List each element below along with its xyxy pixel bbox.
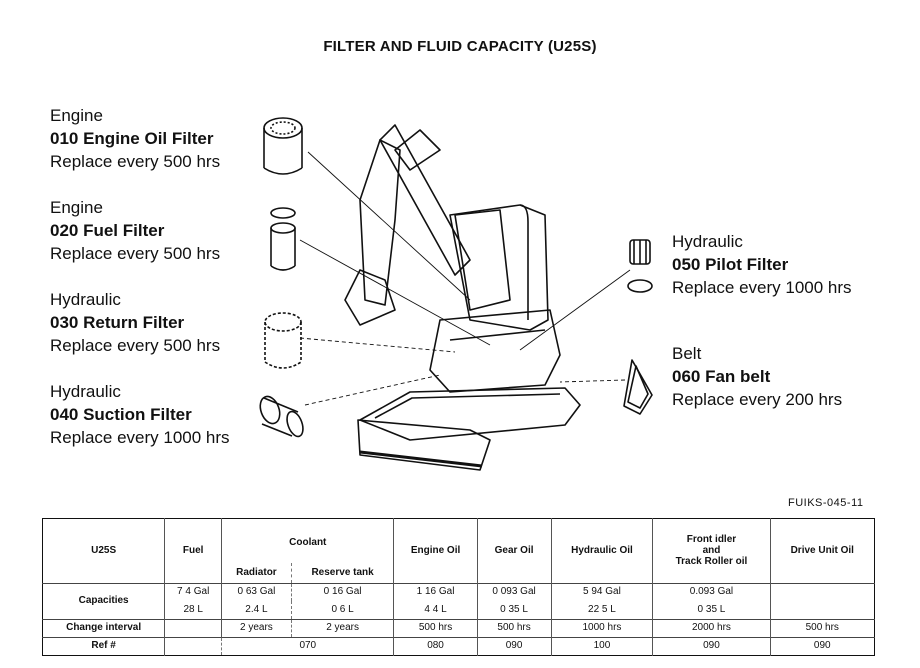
callout-name: 010 Engine Oil Filter	[50, 129, 214, 148]
callout-replace: Replace every 200 hrs	[672, 390, 843, 409]
row-label-ref: Ref #	[42, 636, 166, 655]
header-front-idler-line1: Front idler	[686, 534, 737, 546]
table-row-capacity-gal: Capacities 7 4 Gal 0 63 Gal 0 16 Gal 1 1…	[42, 582, 875, 619]
capacity-table: U25S Fuel Coolant Engine Oil Gear Oil Hy…	[42, 518, 875, 656]
cap-l-fuel: 28 L	[164, 601, 223, 619]
leader-lines	[299, 151, 631, 406]
cap-gal-radiator: 0 63 Gal	[221, 582, 292, 601]
header-front-idler: Front idler and Track Roller oil	[652, 518, 771, 583]
callout-category: Hydraulic	[672, 232, 743, 251]
row-label-capacities: Capacities	[42, 582, 166, 619]
callout-pilot-filter: Hydraulic 050 Pilot Filter Replace every…	[672, 230, 852, 299]
cap-gal-fuel: 7 4 Gal	[164, 582, 223, 601]
callout-suction-filter: Hydraulic 040 Suction Filter Replace eve…	[50, 380, 230, 449]
header-front-idler-line2: and	[702, 545, 721, 557]
header-hydraulic-oil: Hydraulic Oil	[551, 518, 654, 583]
ref-front-idler: 090	[652, 636, 771, 655]
table-row-ref: Ref # 070 080 090 100 090 090	[42, 636, 875, 655]
interval-fuel	[164, 618, 223, 637]
ref-gear-oil: 090	[477, 636, 552, 655]
cap-gal-drive-unit-oil	[770, 582, 875, 601]
row-label-change-interval: Change interval	[42, 618, 166, 637]
table-row-change-interval: Change interval 2 years 2 years 500 hrs …	[42, 618, 875, 637]
suction-filter-icon	[259, 395, 304, 438]
interval-engine-oil: 500 hrs	[393, 618, 478, 637]
fuel-filter-icon	[270, 207, 296, 271]
callout-category: Hydraulic	[50, 290, 121, 309]
header-coolant: Coolant	[221, 518, 395, 563]
cap-l-reserve-tank: 0 6 L	[291, 601, 395, 619]
callout-category: Hydraulic	[50, 382, 121, 401]
callout-engine-oil-filter: Engine 010 Engine Oil Filter Replace eve…	[50, 104, 220, 173]
interval-reserve-tank: 2 years	[291, 618, 395, 637]
interval-front-idler: 2000 hrs	[652, 618, 771, 637]
excavator-body	[344, 124, 581, 471]
excavator-illustration	[259, 117, 653, 471]
fan-belt-icon	[623, 359, 653, 415]
header-drive-unit-oil: Drive Unit Oil	[790, 544, 854, 556]
table-header-row: U25S Fuel Coolant Engine Oil Gear Oil Hy…	[42, 518, 875, 583]
ref-drive-unit-oil: 090	[770, 636, 875, 655]
header-radiator: Radiator	[221, 562, 292, 583]
return-filter-icon	[264, 312, 302, 369]
table-subheader-row: Radiator Reserve tank	[43, 562, 875, 583]
callout-name: 030 Return Filter	[50, 313, 185, 332]
callout-fan-belt: Belt 060 Fan belt Replace every 200 hrs	[672, 342, 842, 411]
ref-coolant: 070	[221, 636, 395, 655]
table-row-capacity-l: 28 L 2.4 L 0 6 L 4 4 L 0 35 L 22 5 L 0 3…	[43, 601, 875, 619]
ref-engine-oil: 080	[393, 636, 478, 655]
header-gear-oil: Gear Oil	[477, 518, 552, 583]
header-fuel: Fuel	[164, 518, 223, 583]
cap-l-gear-oil: 0 35 L	[477, 601, 552, 619]
cap-gal-gear-oil: 0 093 Gal	[477, 582, 552, 601]
cap-l-engine-oil: 4 4 L	[393, 601, 478, 619]
callout-replace: Replace every 1000 hrs	[50, 428, 230, 447]
ref-fuel	[164, 636, 223, 655]
figure-code: FUIKS-045-11	[788, 497, 864, 509]
interval-gear-oil: 500 hrs	[477, 618, 552, 637]
cap-gal-engine-oil: 1 16 Gal	[393, 582, 478, 601]
callout-replace: Replace every 500 hrs	[50, 152, 221, 171]
callout-name: 050 Pilot Filter	[672, 255, 789, 274]
header-engine-oil: Engine Oil	[393, 518, 478, 583]
page-title: FILTER AND FLUID CAPACITY (U25S)	[323, 38, 597, 55]
callout-replace: Replace every 1000 hrs	[672, 278, 852, 297]
cap-gal-hydraulic-oil: 5 94 Gal	[551, 582, 654, 601]
cap-l-radiator: 2.4 L	[221, 601, 292, 619]
cap-l-front-idler: 0 35 L	[652, 601, 771, 619]
callout-name: 060 Fan belt	[672, 367, 771, 386]
pilot-filter-icon	[627, 239, 653, 293]
callout-replace: Replace every 500 hrs	[50, 244, 221, 263]
callout-fuel-filter: Engine 020 Fuel Filter Replace every 500…	[50, 196, 220, 265]
callout-return-filter: Hydraulic 030 Return Filter Replace ever…	[50, 288, 220, 357]
cap-l-hydraulic-oil: 22 5 L	[551, 601, 654, 619]
cap-l-drive-unit-oil	[770, 601, 874, 619]
ref-hydraulic-oil: 100	[551, 636, 654, 655]
cap-gal-reserve-tank: 0 16 Gal	[291, 582, 395, 601]
cap-gal-front-idler: 0.093 Gal	[652, 582, 771, 601]
callout-replace: Replace every 500 hrs	[50, 336, 221, 355]
callout-category: Belt	[672, 344, 702, 363]
header-reserve-tank: Reserve tank	[291, 562, 395, 583]
interval-drive-unit-oil: 500 hrs	[770, 618, 875, 637]
interval-radiator: 2 years	[221, 618, 292, 637]
callout-category: Engine	[50, 106, 103, 125]
engine-oil-filter-icon	[263, 117, 303, 175]
callout-category: Engine	[50, 198, 103, 217]
callout-name: 020 Fuel Filter	[50, 221, 165, 240]
interval-hydraulic-oil: 1000 hrs	[551, 618, 654, 637]
callout-name: 040 Suction Filter	[50, 405, 192, 424]
model-cell: U25S	[42, 518, 166, 583]
header-front-idler-line3: Track Roller oil	[675, 556, 748, 568]
